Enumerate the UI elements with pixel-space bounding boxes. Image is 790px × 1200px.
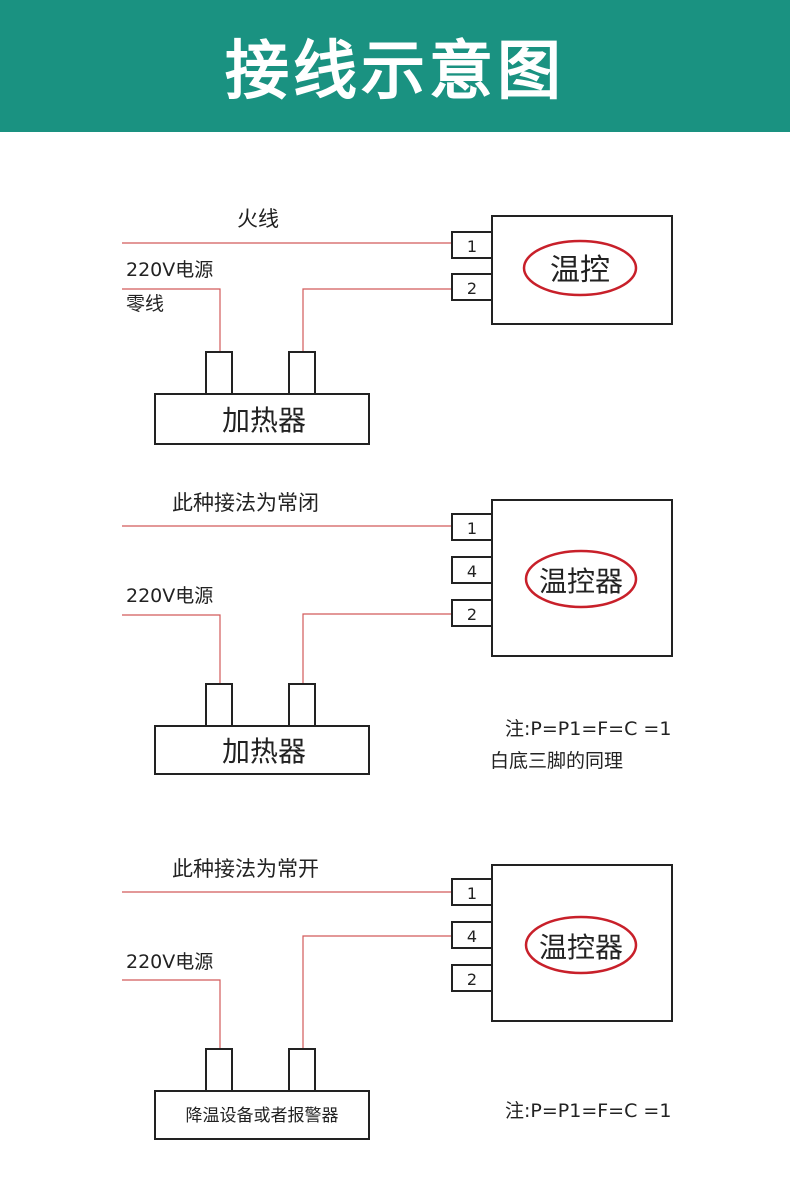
load-box (154, 1090, 370, 1140)
diagram-1: 1 2 温控 加热器 火线 220V电源 零线 (122, 207, 673, 445)
controller-highlight-ellipse (522, 239, 638, 297)
terminal-2 (451, 273, 493, 301)
load-label: 加热器 (222, 404, 306, 437)
load-pin-left (205, 683, 233, 727)
terminal-2-label: 2 (467, 970, 477, 989)
power-label: 220V电源 (126, 259, 213, 281)
load-label: 加热器 (222, 735, 306, 768)
controller-box (491, 215, 673, 325)
controller-box (491, 864, 673, 1022)
terminal-1 (451, 513, 493, 541)
controller-label: 温控器 (539, 565, 623, 598)
live-wire-label: 火线 (237, 207, 279, 231)
terminal-1-label: 1 (467, 884, 477, 903)
controller-label: 温控器 (539, 931, 623, 964)
terminal-4 (451, 921, 493, 949)
header-banner: 接线示意图 (0, 0, 790, 132)
terminal-4-label: 4 (467, 927, 477, 946)
page-title: 接线示意图 (225, 35, 565, 109)
controller-highlight-ellipse (524, 915, 638, 975)
load-box (154, 393, 370, 445)
power-wire (122, 614, 221, 696)
power-label: 220V电源 (126, 951, 213, 973)
terminal-1-label: 1 (467, 237, 477, 256)
terminal-2-label: 2 (467, 279, 477, 298)
wiring-mode-label: 此种接法为常闭 (172, 491, 319, 515)
terminal-4-wire (302, 935, 452, 1062)
terminal-2-label: 2 (467, 605, 477, 624)
neutral-wire (122, 288, 221, 366)
controller-label: 温控 (550, 253, 610, 288)
terminal-2-wire (302, 288, 452, 366)
load-pin-left (205, 351, 233, 395)
terminal-4-label: 4 (467, 562, 477, 581)
terminal-2 (451, 964, 493, 992)
terminal-1 (451, 878, 493, 906)
controller-highlight-ellipse (524, 549, 638, 609)
note-line-1: 注:P=P1=F=C =1 (505, 718, 671, 740)
load-pin-left (205, 1048, 233, 1092)
note-line-2: 白底三脚的同理 (490, 750, 623, 772)
load-pin-right (288, 351, 316, 395)
terminal-2 (451, 599, 493, 627)
neutral-wire-label: 零线 (126, 293, 164, 315)
load-pin-right (288, 683, 316, 727)
diagram-2: 1 4 2 温控器 加热器 此种接法为常闭 220V电源 注:P=P1=F=C … (122, 491, 673, 775)
controller-box (491, 499, 673, 657)
terminal-1 (451, 231, 493, 259)
power-label: 220V电源 (126, 585, 213, 607)
load-label: 降温设备或者报警器 (186, 1106, 339, 1126)
load-pin-right (288, 1048, 316, 1092)
terminal-1-label: 1 (467, 519, 477, 538)
terminal-4 (451, 556, 493, 584)
note-line-1: 注:P=P1=F=C =1 (505, 1100, 671, 1122)
diagram-3: 1 4 2 温控器 降温设备或者报警器 此种接法为常开 220V电源 注:P=P… (122, 857, 673, 1140)
power-wire (122, 979, 221, 1062)
wiring-mode-label: 此种接法为常开 (172, 857, 319, 881)
terminal-2-wire (302, 613, 452, 696)
load-box (154, 725, 370, 775)
